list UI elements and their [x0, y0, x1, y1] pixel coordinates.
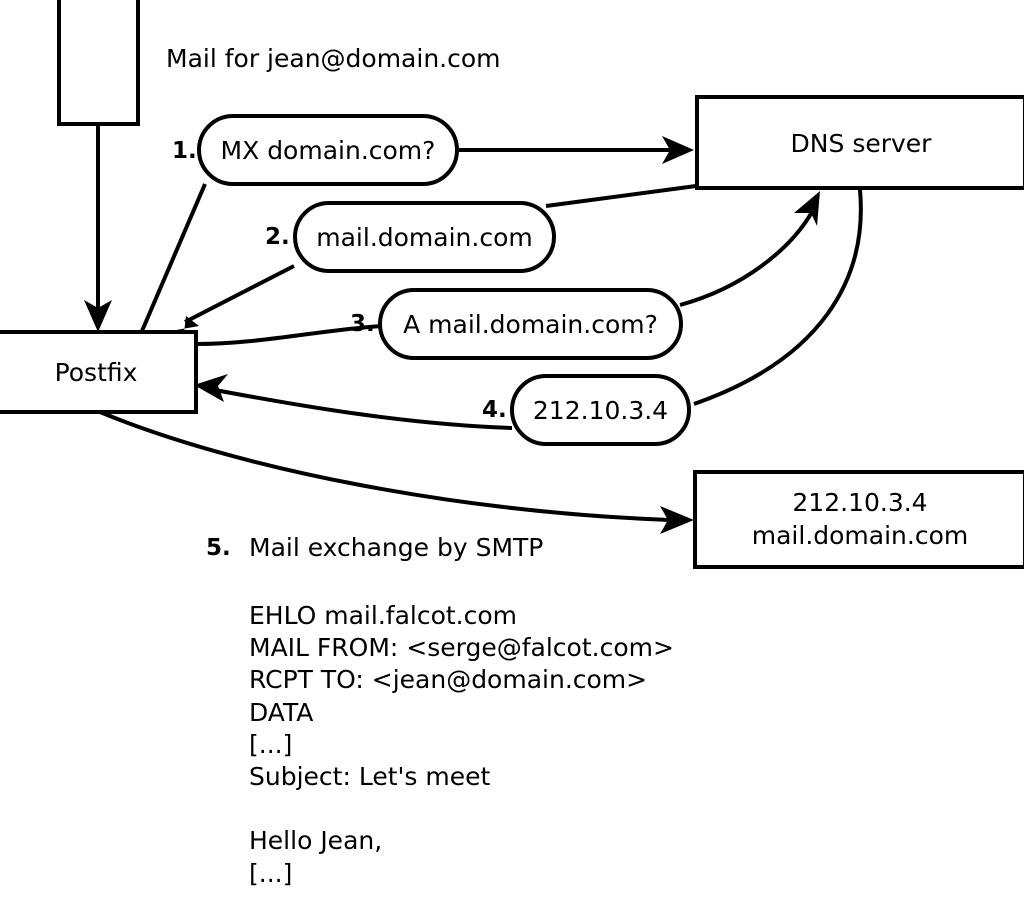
edge-step2-dns-to-bubble: [545, 184, 697, 208]
smtp-transcript: EHLO mail.falcot.com MAIL FROM: <serge@f…: [249, 600, 674, 919]
bubble-step-2[interactable]: [293, 201, 556, 273]
bubble-step-1[interactable]: [197, 114, 459, 186]
bubble-step-4[interactable]: [510, 374, 691, 446]
edge-step4-bubble-to-postfix: [194, 374, 513, 430]
node-target-label-line2: mail.domain.com: [751, 521, 969, 550]
step-5-label: Mail exchange by SMTP: [249, 533, 544, 562]
node-postfix-label: Postfix: [54, 358, 138, 387]
edge-client-to-postfix: [84, 124, 112, 332]
step-1-number: 1.: [172, 138, 197, 164]
step-5-number: 5.: [206, 535, 231, 561]
edge-step2-bubble-to-postfix: [165, 264, 295, 333]
node-target-box[interactable]: [693, 470, 1024, 569]
node-client-box[interactable]: [57, 0, 140, 126]
caption-mail-for: Mail for jean@domain.com: [166, 44, 501, 73]
smtp-transcript-text: EHLO mail.falcot.com MAIL FROM: <serge@f…: [249, 601, 674, 888]
node-target-label-line1: 212.10.3.4: [792, 488, 928, 517]
node-dns-label: DNS server: [790, 129, 932, 158]
step-4-number: 4.: [482, 397, 507, 423]
step-3-number: 3.: [350, 311, 375, 337]
step-2-number: 2.: [265, 224, 290, 250]
node-postfix-box[interactable]: [0, 330, 198, 414]
edge-step3-bubble-to-dns: [679, 191, 820, 307]
edge-step1-postfix-to-bubble: [140, 183, 207, 332]
edge-step1-bubble-to-dns: [458, 136, 694, 164]
bubble-step-3[interactable]: [378, 288, 683, 360]
step-2-label: mail.domain.com: [316, 223, 533, 252]
step-3-label: A mail.domain.com?: [403, 310, 658, 339]
edge-step4-dns-to-bubble: [693, 189, 863, 406]
step-4-label: 212.10.3.4: [532, 396, 669, 425]
edge-step5-postfix-to-target: [99, 410, 694, 534]
node-dns-box[interactable]: [695, 95, 1024, 190]
step-1-label: MX domain.com?: [220, 136, 436, 165]
edge-step3-postfix-to-bubble: [195, 324, 383, 346]
